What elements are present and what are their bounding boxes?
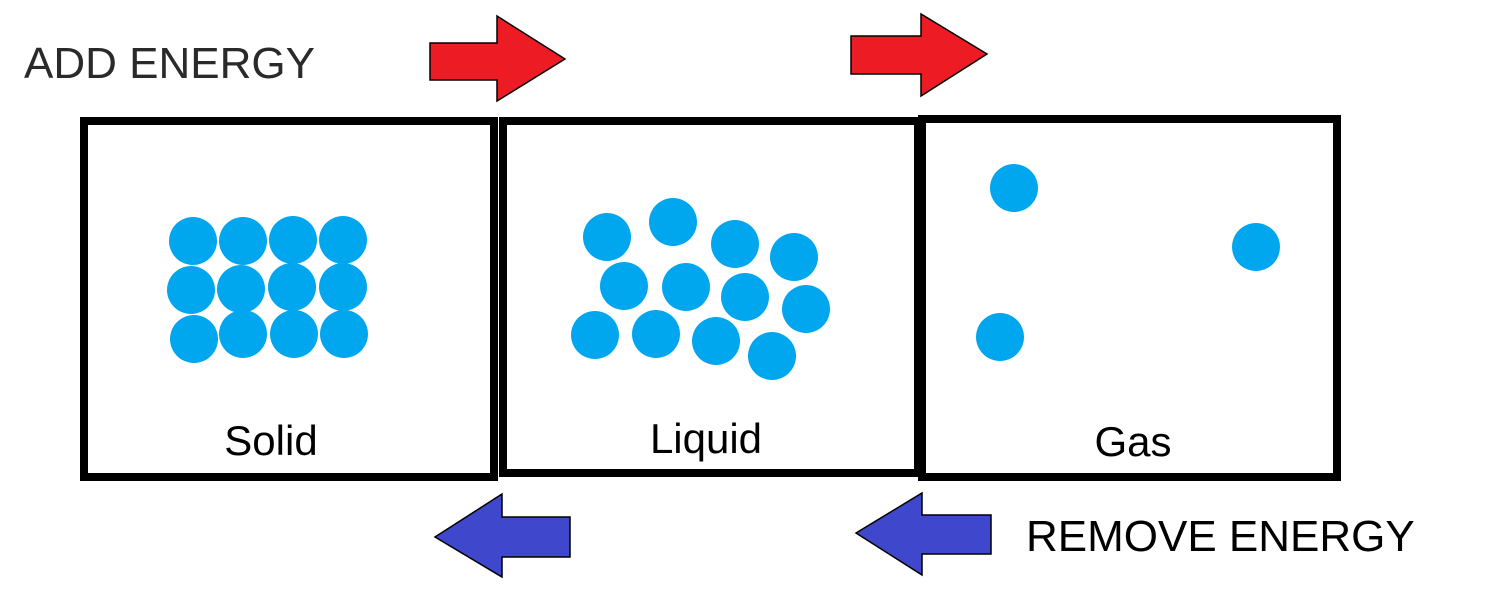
gas-label: Gas (1094, 418, 1171, 465)
liquid-panel: Liquid (499, 117, 922, 477)
particle-icon (1232, 223, 1280, 271)
particle-icon (692, 317, 740, 365)
particle-icon (167, 266, 215, 314)
particle-icon (571, 311, 619, 359)
particle-icon (721, 273, 769, 321)
gas-panel: Gas (918, 115, 1341, 481)
particle-icon (169, 217, 217, 265)
particle-icon (770, 233, 818, 281)
add-energy-arrow-icon (850, 12, 989, 98)
particle-icon (319, 263, 367, 311)
liquid-box (499, 117, 922, 477)
particle-icon (219, 310, 267, 358)
remove-energy-arrow-icon (433, 492, 571, 579)
liquid-particles (571, 198, 830, 380)
particle-icon (662, 263, 710, 311)
add-energy-label: ADD ENERGY (24, 39, 315, 88)
add-energy-arrow-icon (429, 14, 567, 103)
particle-icon (632, 310, 680, 358)
remove-energy-label: REMOVE ENERGY (1026, 512, 1415, 561)
particle-icon (649, 198, 697, 246)
particle-icon (976, 313, 1024, 361)
particle-icon (319, 216, 367, 264)
gas-box (918, 115, 1341, 481)
solid-label: Solid (224, 417, 317, 464)
remove-energy-arrow-icon (854, 491, 992, 577)
particle-icon (583, 213, 631, 261)
particle-icon (600, 262, 648, 310)
particle-icon (748, 332, 796, 380)
liquid-label: Liquid (650, 415, 762, 462)
particle-icon (219, 217, 267, 265)
particle-icon (711, 220, 759, 268)
gas-particles (976, 164, 1280, 361)
solid-particles (167, 216, 368, 363)
particle-icon (269, 216, 317, 264)
particle-icon (268, 263, 316, 311)
particle-icon (782, 285, 830, 333)
particle-icon (270, 310, 318, 358)
particle-icon (320, 310, 368, 358)
particle-icon (217, 265, 265, 313)
particle-icon (170, 315, 218, 363)
particle-icon (990, 164, 1038, 212)
